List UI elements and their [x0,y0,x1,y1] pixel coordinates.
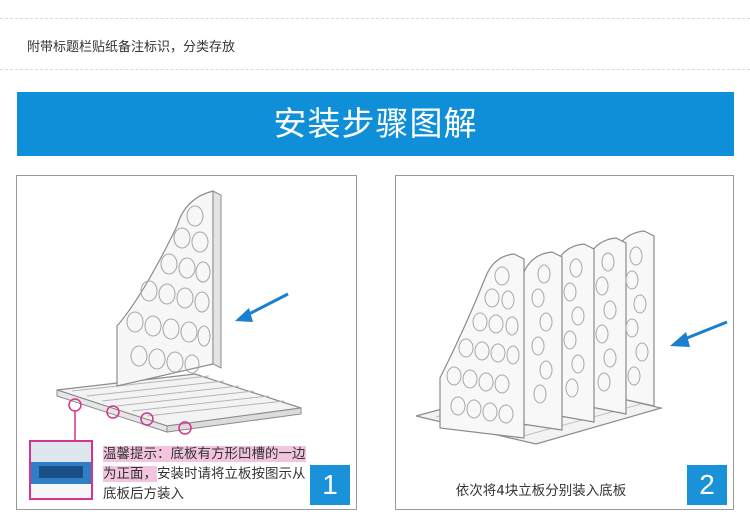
step-number-1: 1 [310,465,350,505]
step-1-illustration [56,190,302,441]
top-note-text: 附带标题栏贴纸备注标识，分类存放 [27,40,236,55]
step-2-illustration [415,230,728,445]
step-2-caption: 依次将4块立板分别装入底板 [455,483,627,499]
top-note: 附带标题栏贴纸备注标识，分类存放 [0,18,750,70]
tip-rest: 安装时请将立板按图示从底板后方装入 [103,466,306,502]
banner-title: 安装步骤图解 [17,92,734,156]
groove-detail-image [29,440,93,500]
step-2-panel: 依次将4块立板分别装入底板 2 [395,175,734,510]
step-1-tip: 温馨提示：底板有方形凹槽的一边为正面，安装时请将立板按图示从底板后方装入 [103,444,309,504]
step-1-panel: 温馨提示：底板有方形凹槽的一边为正面，安装时请将立板按图示从底板后方装入 1 [16,175,357,510]
step-number-2: 2 [687,465,727,505]
